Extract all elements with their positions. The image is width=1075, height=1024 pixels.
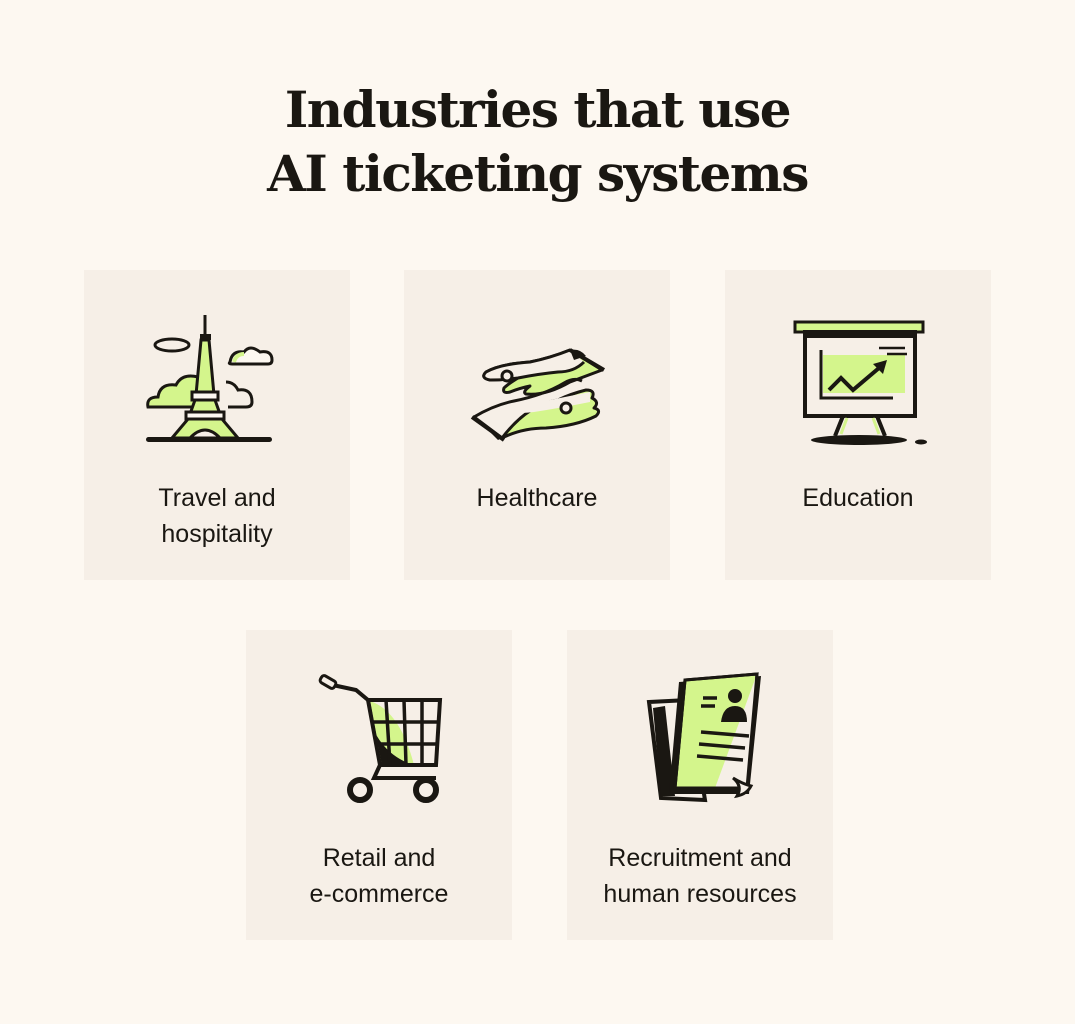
industry-card-recruitment: Recruitment and human resources (567, 630, 833, 940)
industry-card-healthcare: Healthcare (404, 270, 670, 580)
presentation-board-icon (793, 320, 927, 445)
title-line-2: AI ticketing systems (267, 144, 809, 203)
industry-label: Education (802, 484, 914, 512)
shopping-cart-icon (318, 674, 443, 803)
industry-label: Healthcare (476, 484, 598, 512)
industry-card-travel: Travel and hospitality (84, 270, 350, 580)
page-title: Industries that use AI ticketing systems (0, 78, 1075, 206)
title-line-1: Industries that use (284, 80, 792, 139)
industry-label: Recruitment and human resources (603, 844, 797, 908)
industry-card-education: Education (725, 270, 991, 580)
resume-document-icon (646, 672, 761, 803)
industry-label: Travel and hospitality (158, 484, 276, 548)
industry-label: Retail and e-commerce (309, 844, 449, 908)
industry-card-retail: Retail and e-commerce (246, 630, 512, 940)
caring-hands-icon (470, 348, 606, 442)
eiffel-tower-icon (146, 315, 274, 442)
